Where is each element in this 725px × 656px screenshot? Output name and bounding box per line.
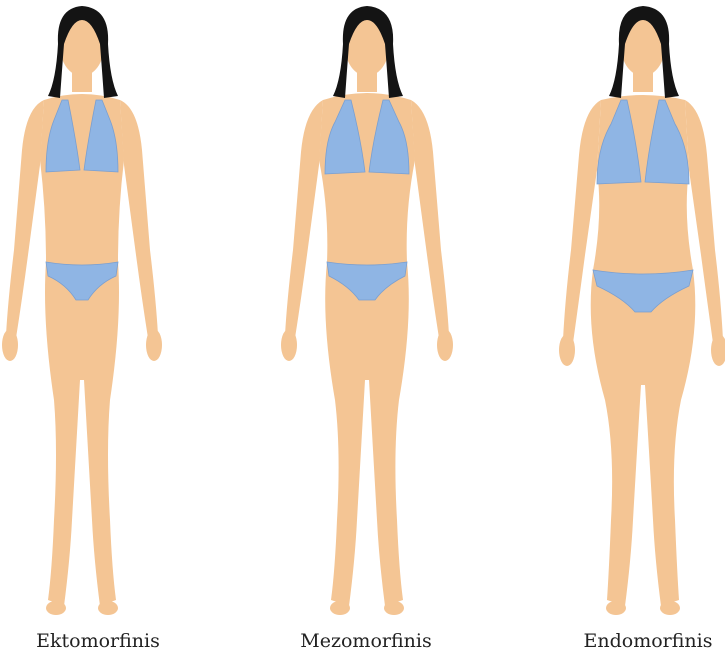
ectomorph-label: Ektomorfinis: [0, 630, 198, 652]
mesomorph-body-illustration: [277, 0, 457, 625]
endomorph-label: Endomorfinis: [548, 630, 725, 652]
ectomorph-skin: [2, 16, 162, 615]
endomorph-figure: [553, 0, 725, 625]
mesomorph-figure: [277, 0, 457, 625]
endomorph-body-illustration: [553, 0, 725, 625]
mesomorph-skin: [281, 16, 453, 615]
endomorph-skin: [559, 16, 725, 615]
ectomorph-body-illustration: [0, 0, 172, 625]
mesomorph-label: Mezomorfinis: [266, 630, 466, 652]
ectomorph-figure: [0, 0, 172, 625]
